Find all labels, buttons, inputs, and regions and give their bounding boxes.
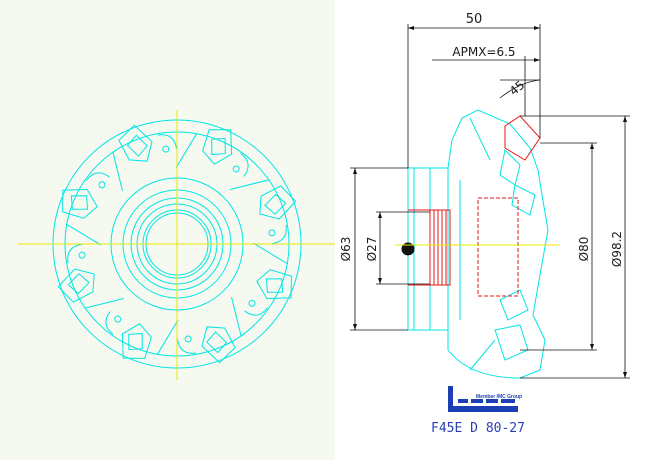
insert-pocket [175,129,249,177]
dim-bore-diameter: Ø27 [365,237,379,262]
keyway-dot [402,243,414,255]
insert-pockets [57,124,297,364]
section-hatch [408,115,541,297]
cutter-body-outline [407,109,549,379]
insert-pocket [112,124,178,191]
dimension-lines [350,24,630,379]
dim-apmx: APMX=6.5 [452,45,515,59]
tool-designation: F45E D 80-27 [431,421,525,436]
dim-length: 50 [466,12,483,27]
iscar-logo: Member IMC Group [448,386,522,412]
dimension-arrows [353,26,627,378]
logo-tagline: Member IMC Group [476,394,522,400]
insert-pocket [230,179,297,245]
dim-cutting-diameter: Ø98.2 [610,231,624,267]
dim-hub-diameter: Ø63 [339,237,353,262]
insert-pocket [105,311,179,359]
insert-pocket [244,242,292,316]
insert-section [504,115,541,161]
section-view-panel: 50 APMX=6.5 45 Ø63 Ø27 Ø80 Ø98.2 Member … [337,0,670,460]
insert-pocket [57,243,124,309]
front-view-drawing [18,110,335,380]
insert-pocket [176,297,242,364]
insert-pocket [62,172,110,246]
dim-body-diameter: Ø80 [577,237,591,262]
section-view-drawing: 50 APMX=6.5 45 Ø63 Ø27 Ø80 Ø98.2 Member … [339,12,630,436]
front-view-panel [0,0,335,460]
dim-angle: 45 [507,78,528,99]
centerlines [18,110,335,380]
